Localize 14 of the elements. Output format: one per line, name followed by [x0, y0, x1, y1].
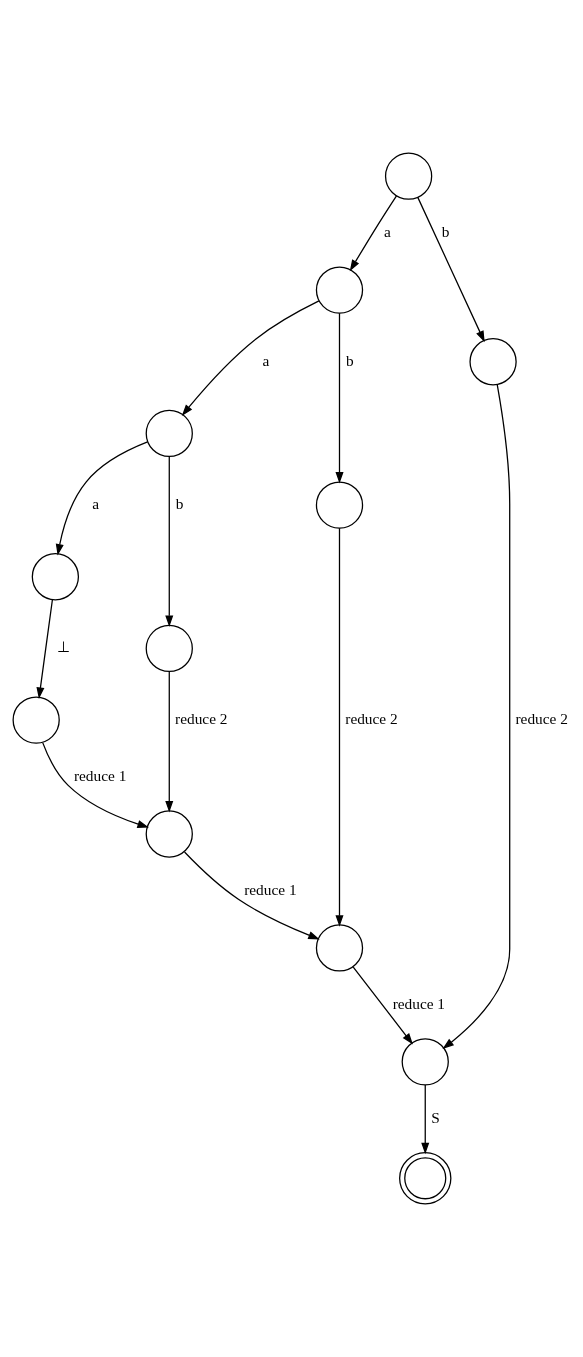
edge-label: reduce 1: [392, 994, 446, 1012]
edge-label: a: [262, 351, 270, 369]
edge-label: ⊥: [56, 638, 70, 656]
edge-label: reduce 2: [345, 710, 398, 728]
edge-label: b: [345, 351, 354, 369]
edge-label: reduce 1: [244, 880, 297, 898]
edge-label: reduce 2: [175, 710, 228, 728]
edge-label: b: [175, 495, 184, 513]
edge-label: reduce 1: [73, 767, 127, 785]
edge-label: a: [92, 495, 100, 513]
edge-label: S: [431, 1108, 440, 1126]
edge-label: reduce 2: [515, 710, 568, 728]
edge-label: b: [441, 223, 450, 241]
edge-label: a: [384, 223, 391, 241]
